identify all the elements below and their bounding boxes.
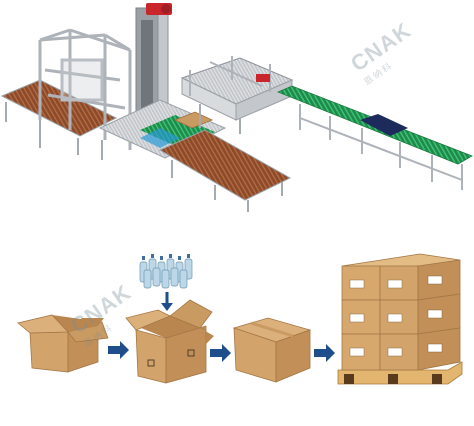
palletizing-line — [0, 3, 473, 212]
arrow-right-icon — [210, 344, 231, 362]
pallet-magazine-frame — [38, 28, 132, 150]
open-carton — [17, 314, 109, 373]
wooden-pallet — [337, 361, 463, 385]
case-infeed-conveyor — [276, 85, 473, 190]
layer-forming-station — [180, 56, 294, 134]
arrow-right-icon — [314, 344, 335, 362]
palletized-cartons — [337, 253, 463, 385]
packaging-process — [17, 253, 463, 385]
arrow-right-icon — [108, 341, 129, 359]
filling-carton — [125, 299, 214, 384]
lift-column — [135, 3, 172, 119]
arrow-down-icon — [161, 292, 173, 311]
water-bottles — [139, 254, 193, 289]
pallet-outfeed-conveyor — [158, 129, 292, 212]
sealed-carton — [232, 317, 312, 383]
